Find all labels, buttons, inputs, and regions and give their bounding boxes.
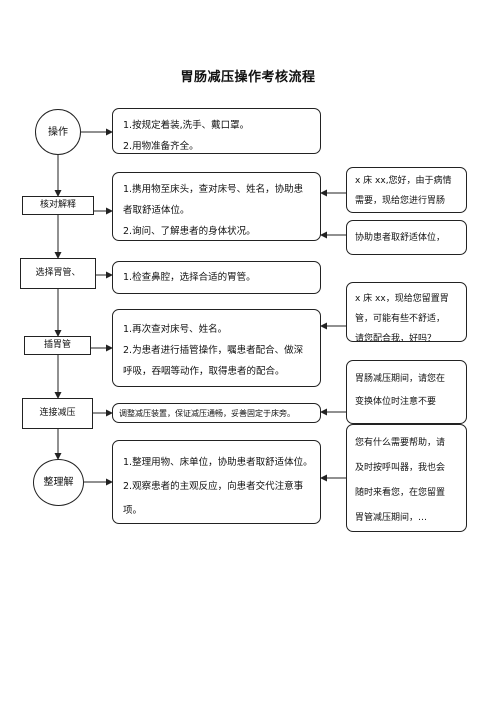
step-connect-decompression: 连接减压: [22, 398, 93, 429]
note-call-bell: 您有什么需要帮助，请 及时按呼叫器，我也会 随时来看您，在您留置 胃管减压期间，…: [346, 424, 467, 532]
note-line: 及时按呼叫器，我也会: [355, 463, 446, 473]
box-insert-tube: 1.再次查对床号、姓名。 2.为患者进行插管操作，嘱患者配合、做深 呼吸，吞咽等…: [112, 309, 321, 387]
note-line: x 床 xx,您好，由于病情: [355, 176, 452, 186]
box-line: 2.观察患者的主观反应，向患者交代注意事: [123, 481, 304, 492]
step-label: 连接减压: [39, 408, 76, 418]
note-line: 胃肠减压期间，请您在: [355, 374, 446, 384]
box-line: 2.用物准备齐全。: [123, 141, 199, 152]
box-line: 调整减压装置，保证减压通畅，妥善固定于床旁。: [119, 409, 295, 418]
step-tidy-explain: 整理解: [33, 459, 84, 506]
note-line: 胃管减压期间，…: [355, 513, 428, 523]
step-insert-tube: 插胃管: [24, 336, 91, 355]
note-line: 您有什么需要帮助，请: [355, 438, 446, 448]
box-line: 1.携用物至床头，查对床号、姓名，协助患: [123, 184, 304, 195]
page-title: 胃肠减压操作考核流程: [180, 70, 316, 85]
step-label: 操作: [48, 126, 68, 138]
box-line: 1.按规定着装,洗手、戴口罩。: [123, 120, 250, 131]
box-verify: 1.携用物至床头，查对床号、姓名，协助患 者取舒适体位。 2.询问、了解患者的身…: [112, 172, 321, 241]
note-line: 管，可能有些不舒适，: [355, 314, 446, 324]
box-line: 2.为患者进行插管操作，嘱患者配合、做深: [123, 345, 304, 356]
box-select-tube: 1.检查鼻腔，选择合适的胃管。: [112, 261, 321, 294]
note-line: 需要，现给您进行胃肠: [355, 196, 446, 206]
note-line: 协助患者取舒适体位，: [355, 233, 446, 243]
box-line: 呼吸，吞咽等动作，取得患者的配合。: [123, 366, 285, 377]
note-caution: 胃肠减压期间，请您在 变换体位时注意不要: [346, 360, 467, 424]
box-line: 1.整理用物、床单位，协助患者取舒适体位。: [123, 457, 313, 468]
box-line: 者取舒适体位。: [123, 205, 190, 216]
box-preparation: 1.按规定着装,洗手、戴口罩。 2.用物准备齐全。: [112, 108, 321, 154]
note-insert-explain: x 床 xx，现给您留置胃 管，可能有些不舒适， 请您配合我，好吗？: [346, 282, 467, 342]
box-line: 1.再次查对床号、姓名。: [123, 324, 228, 335]
step-select-tube: 选择胃管、: [20, 258, 96, 289]
step-label: 插胃管: [43, 340, 71, 350]
note-position: 协助患者取舒适体位，: [346, 220, 467, 255]
step-label: 选择胃管、: [35, 268, 81, 278]
step-verify-explain: 核对解释: [22, 196, 94, 215]
box-tidy: 1.整理用物、床单位，协助患者取舒适体位。 2.观察患者的主观反应，向患者交代注…: [112, 440, 321, 524]
note-line: 请您配合我，好吗？: [355, 334, 437, 342]
note-line: x 床 xx，现给您留置胃: [355, 294, 449, 304]
box-line: 1.检查鼻腔，选择合适的胃管。: [123, 272, 256, 283]
step-label: 核对解释: [39, 200, 76, 210]
note-line: 变换体位时注意不要: [355, 397, 437, 407]
note-greeting: x 床 xx,您好，由于病情 需要，现给您进行胃肠: [346, 167, 467, 213]
step-operate: 操作: [35, 109, 81, 155]
box-line: 2.询问、了解患者的身体状况。: [123, 226, 256, 237]
step-label: 整理解: [43, 477, 74, 488]
box-line: 项。: [123, 505, 143, 516]
box-connect: 调整减压装置，保证减压通畅，妥善固定于床旁。: [112, 403, 321, 423]
note-line: 随时来看您，在您留置: [355, 488, 446, 498]
